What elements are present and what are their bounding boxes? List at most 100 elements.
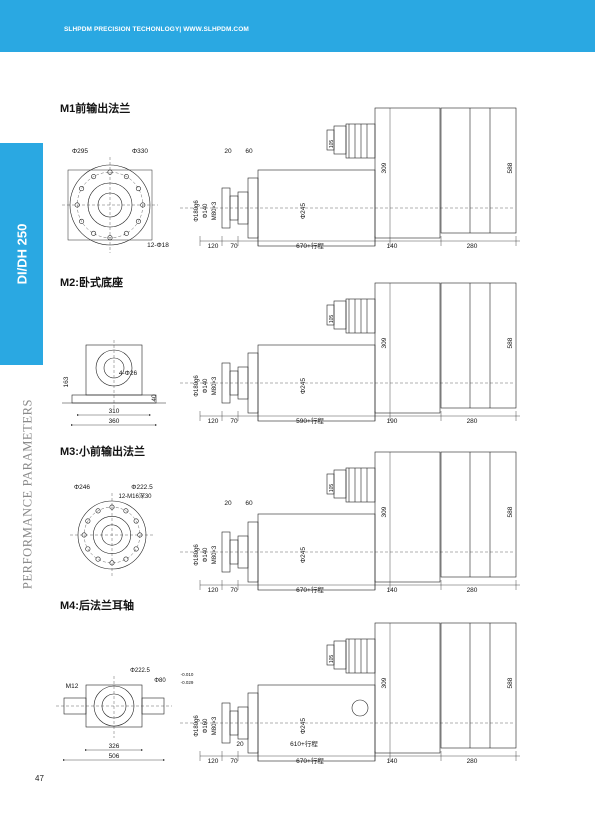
rod-dia-label-1: Φ180g6 xyxy=(194,715,200,737)
bolt-hole xyxy=(133,518,139,524)
body-dia-label: Φ245 xyxy=(300,718,307,734)
height-label-1: 309 xyxy=(381,677,388,688)
bolt-hole xyxy=(91,174,97,180)
bottom-label-3: 670+行程 xyxy=(296,585,324,594)
rod-dia-label-1: Φ180g6 xyxy=(194,375,200,397)
bottom-label-1: 120 xyxy=(208,758,219,765)
rod-thread-label: M80×3 xyxy=(212,201,218,220)
bottom-label-1: 120 xyxy=(208,418,219,425)
bottom-label-2: 70 xyxy=(230,418,238,425)
bolt-hole xyxy=(135,186,141,192)
motor-dim-label: 105 xyxy=(329,140,335,149)
motor-shaft-cap xyxy=(326,473,335,495)
bottom-label-4: 140 xyxy=(387,243,398,250)
gearbox-block xyxy=(345,123,376,159)
top-dim-label-1: 20 xyxy=(224,148,232,155)
tolerance-lower: -0.029 xyxy=(181,680,194,685)
bottom-label-4: 140 xyxy=(387,758,398,765)
end-view-box xyxy=(440,451,517,578)
bottom-label-5: 280 xyxy=(467,758,478,765)
bottom-label-2: 70 xyxy=(230,758,238,765)
trunnion-dia-label: Φ222.5 xyxy=(130,668,150,674)
end-view-box xyxy=(440,622,517,749)
bolt-hole xyxy=(123,230,129,236)
height-label-1: 309 xyxy=(381,162,388,173)
trunnion-pin-side xyxy=(351,699,369,717)
bolt-hole xyxy=(85,518,91,524)
height-label-2: 588 xyxy=(507,337,514,348)
trunnion-shaft-label: Φ80 xyxy=(154,678,166,684)
motor-flange xyxy=(333,300,347,330)
motor-flange xyxy=(333,640,347,670)
header-text: SLHPDM PRECISION TECHONLOGY| WWW.SLHPDM.… xyxy=(64,26,249,33)
flange-dia-label-2: Φ222.5 xyxy=(131,484,153,491)
rod-thread-label: M80×3 xyxy=(212,716,218,735)
motor-shaft-cap xyxy=(326,129,335,151)
height-label-2: 588 xyxy=(507,162,514,173)
bottom-label-4: 140 xyxy=(387,587,398,594)
section-title-m3: M3:小前输出法兰 xyxy=(60,446,145,458)
flange-holes-label: 12-Φ18 xyxy=(147,242,169,249)
tolerance-upper: -0.010 xyxy=(181,672,194,677)
bolt-hole xyxy=(95,556,101,562)
height-label-2: 588 xyxy=(507,677,514,688)
top-dim-label-1: 20 xyxy=(224,500,232,507)
bolt-hole xyxy=(123,556,129,562)
body-dia-label: Φ245 xyxy=(300,547,307,563)
bottom-label-3: 590+行程 xyxy=(296,416,324,425)
trunnion-width-label-2: 506 xyxy=(109,753,120,760)
bolt-hole xyxy=(123,508,129,514)
flange-holes-label: 12-M16深30 xyxy=(118,492,152,500)
foot-width-label-1: 310 xyxy=(109,408,120,415)
rod-dia-label-1: Φ180g6 xyxy=(194,544,200,566)
top-dim-label-2: 60 xyxy=(245,500,253,507)
rod-dia-label-2: Φ160 xyxy=(203,718,209,733)
bottom-label-1: 120 xyxy=(208,587,219,594)
bottom-label-2: 70 xyxy=(230,243,238,250)
flange-dia-label-2: Φ330 xyxy=(132,148,148,155)
motor-flange xyxy=(333,469,347,499)
end-view-box xyxy=(440,282,517,409)
bottom-label-3: 670+行程 xyxy=(296,756,324,765)
gearbox-block xyxy=(345,298,376,334)
foot-holes-label: 4-Φ26 xyxy=(119,370,138,377)
bolt-hole xyxy=(85,546,91,552)
rod-thread-label: M80×3 xyxy=(212,376,218,395)
flange-dia-label-1: Φ295 xyxy=(72,148,88,155)
height-label-2: 588 xyxy=(507,506,514,517)
top-dim-label-2: 610+行程 xyxy=(290,739,318,748)
gearbox-block xyxy=(345,638,376,674)
bolt-hole xyxy=(133,546,139,552)
top-dim-label-2: 60 xyxy=(245,148,253,155)
rod-dia-label-2: Φ140 xyxy=(203,547,209,562)
bottom-label-3: 670+行程 xyxy=(296,241,324,250)
height-label-1: 309 xyxy=(381,337,388,348)
motor-flange xyxy=(333,125,347,155)
bottom-label-4: 190 xyxy=(387,418,398,425)
motor-dim-label: 105 xyxy=(329,484,335,493)
bottom-label-5: 280 xyxy=(467,587,478,594)
rod-dia-label-2: Φ140 xyxy=(203,378,209,393)
top-dim-label-1: 20 xyxy=(236,741,244,748)
side-tab xyxy=(0,143,43,365)
bolt-hole xyxy=(79,186,85,192)
flange-pcd xyxy=(83,506,141,564)
bolt-hole xyxy=(91,230,97,236)
foot-width-label-2: 360 xyxy=(109,418,120,425)
motor-shaft-cap xyxy=(326,304,335,326)
bolt-hole xyxy=(95,508,101,514)
flange-square xyxy=(67,169,153,241)
rod-dia-label-1: Φ180g6 xyxy=(194,200,200,222)
bolt-hole xyxy=(123,174,129,180)
section-title-m1: M1前输出法兰 xyxy=(60,103,131,115)
height-label-1: 309 xyxy=(381,506,388,517)
rod-thread-label: M80×3 xyxy=(212,545,218,564)
flange-dia-label-1: Φ246 xyxy=(74,484,90,491)
bottom-label-5: 280 xyxy=(467,418,478,425)
foot-height-label: 163 xyxy=(63,376,70,387)
bottom-label-5: 280 xyxy=(467,243,478,250)
rod-dia-label-2: Φ140 xyxy=(203,203,209,218)
motor-dim-label: 105 xyxy=(329,315,335,324)
motor-shaft-cap xyxy=(326,644,335,666)
